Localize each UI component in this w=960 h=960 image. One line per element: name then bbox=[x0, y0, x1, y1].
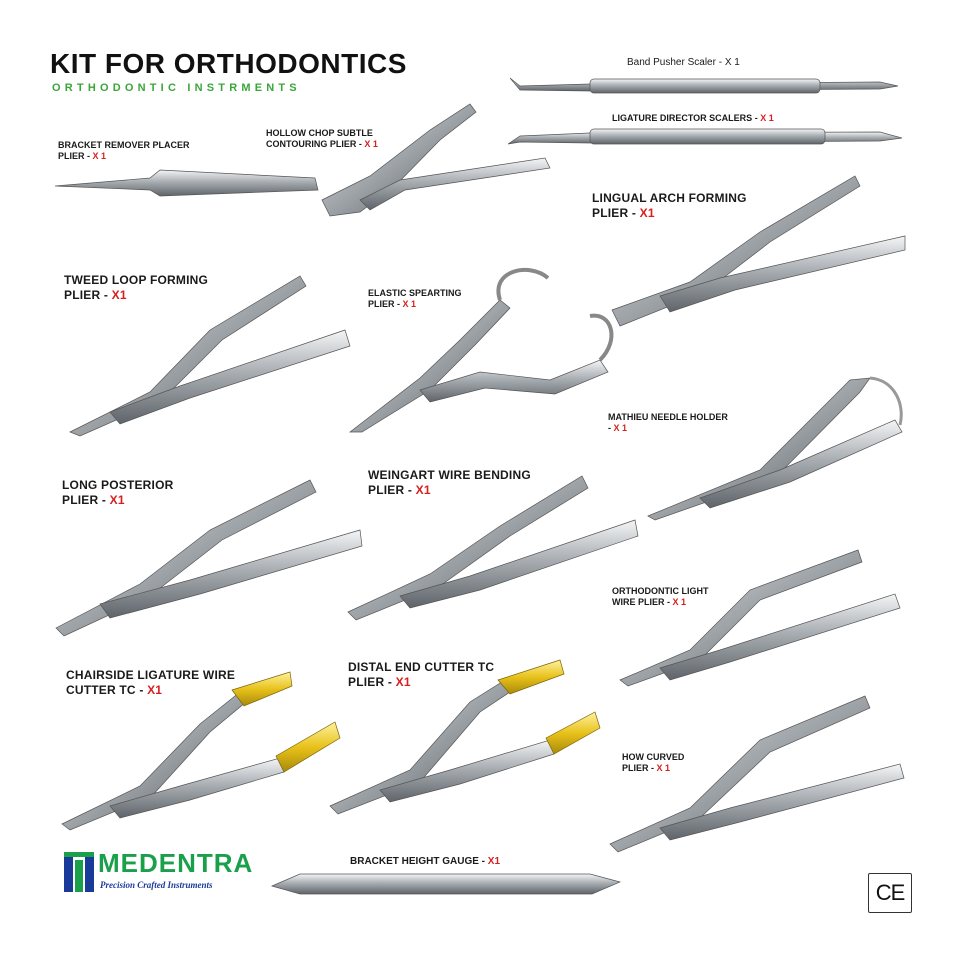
label-elastic-separating: ELASTIC SPEARTING PLIER - X 1 bbox=[368, 288, 462, 310]
label-lingual-arch-forming: LINGUAL ARCH FORMING PLIER - X1 bbox=[592, 191, 747, 220]
label-chairside-ligature-wire-cutter: CHAIRSIDE LIGATURE WIRE CUTTER TC - X1 bbox=[66, 668, 236, 697]
bracket-remover-placer-image bbox=[54, 169, 319, 197]
hollow-chop-plier-image bbox=[321, 103, 551, 217]
label-ligature-director-scalers: LIGATURE DIRECTOR SCALERS - X 1 bbox=[612, 113, 774, 123]
label-band-pusher-scaler: Band Pusher Scaler - X 1 bbox=[627, 57, 740, 68]
weingart-plier-image bbox=[347, 475, 639, 621]
label-bracket-height-gauge: BRACKET HEIGHT GAUGE - X1 bbox=[350, 856, 501, 867]
brand-logo: MEDENTRA Precision Crafted Instruments bbox=[62, 848, 262, 898]
brand-name: MEDENTRA bbox=[98, 848, 254, 878]
label-bracket-remover-placer: BRACKET REMOVER PLACER PLIER - X 1 bbox=[58, 140, 190, 162]
distal-end-cutter-image bbox=[329, 659, 601, 815]
elastic-separating-plier-image bbox=[348, 268, 614, 433]
ligature-director-scaler-image bbox=[507, 128, 903, 145]
label-orthodontic-light-wire: ORTHODONTIC LIGHT WIRE PLIER - X 1 bbox=[612, 586, 709, 608]
orthodontic-light-wire-plier-image bbox=[619, 549, 901, 687]
bracket-height-gauge-image bbox=[270, 873, 622, 895]
chairside-ligature-wire-cutter-image bbox=[61, 671, 341, 831]
long-posterior-plier-image bbox=[55, 479, 363, 637]
label-tweed-loop-forming: TWEED LOOP FORMING PLIER - X1 bbox=[64, 273, 209, 302]
label-how-curved: HOW CURVED PLIER - X 1 bbox=[622, 752, 685, 774]
ce-mark: CE bbox=[868, 873, 912, 913]
label-weingart-wire-bending: WEINGART WIRE BENDING PLIER - X1 bbox=[368, 468, 531, 497]
page-subtitle: ORTHODONTIC INSTRMENTS bbox=[52, 82, 301, 94]
tweed-loop-forming-plier-image bbox=[69, 275, 351, 437]
lingual-arch-forming-plier-image bbox=[611, 175, 906, 327]
label-long-posterior: LONG POSTERIOR PLIER - X1 bbox=[62, 478, 174, 507]
page-title: KIT FOR ORTHODONTICS bbox=[50, 48, 407, 79]
band-pusher-scaler-image bbox=[509, 77, 899, 94]
brand-tagline: Precision Crafted Instruments bbox=[100, 880, 213, 890]
label-distal-end-cutter: DISTAL END CUTTER TC PLIER - X1 bbox=[348, 660, 495, 689]
label-mathieu-needle-holder: MATHIEU NEEDLE HOLDER - X 1 bbox=[608, 412, 728, 434]
how-curved-plier-image bbox=[609, 695, 905, 853]
mathieu-needle-holder-image bbox=[647, 376, 903, 521]
brand-mark-icon bbox=[64, 852, 94, 892]
label-hollow-chop-plier: HOLLOW CHOP SUBTLE CONTOURING PLIER - X … bbox=[266, 128, 378, 150]
